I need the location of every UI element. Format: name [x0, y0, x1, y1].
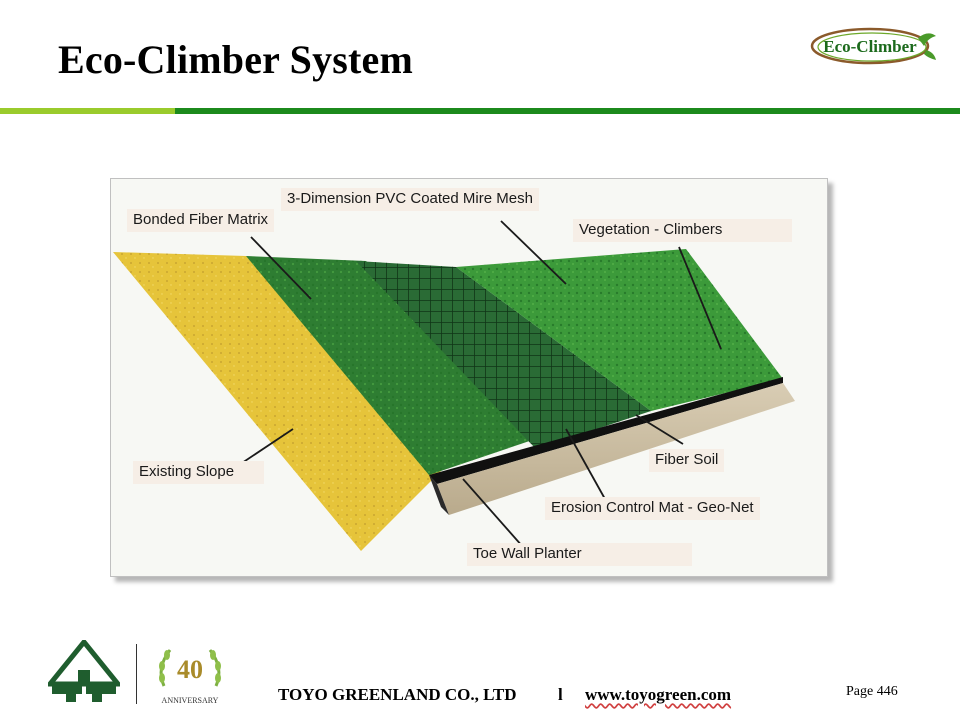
page-number: Page 446: [846, 684, 898, 699]
anniversary-logo: 40 ANNIVERSARY: [159, 649, 221, 705]
slope-diagram-illustration: [113, 220, 795, 551]
anniversary-number: 40: [177, 655, 203, 684]
label-bonded-fiber-matrix: Bonded Fiber Matrix: [127, 209, 275, 232]
toyo-greenland-logo: [48, 640, 120, 702]
label-vegetation-climbers: Vegetation - Climbers: [573, 219, 793, 242]
anniversary-text: ANNIVERSARY: [162, 696, 219, 705]
footer-logo-divider: [136, 644, 137, 704]
label-toe-wall-planter: Toe Wall Planter: [467, 543, 692, 566]
label-erosion-control-mat: Erosion Control Mat - Geo-Net: [545, 497, 760, 520]
erosion-mat-edge: [429, 377, 783, 484]
header-accent-bar-dark: [175, 108, 960, 114]
header-accent-bar-light: [0, 108, 175, 114]
footer-website-link[interactable]: www.toyogreen.com: [585, 685, 732, 704]
label-existing-slope: Existing Slope: [133, 461, 265, 484]
footer-company-name: TOYO GREENLAND CO., LTD: [278, 685, 517, 704]
label-fiber-soil: Fiber Soil: [649, 449, 725, 472]
footer-separator: l: [558, 685, 563, 704]
diagram-frame: 3-Dimension PVC Coated Mire Mesh Bonded …: [110, 178, 828, 577]
label-mesh: 3-Dimension PVC Coated Mire Mesh: [281, 188, 539, 211]
eco-climber-logo-text: Eco-Climber: [823, 37, 917, 56]
page-title: Eco-Climber System: [58, 37, 414, 82]
toe-wall-planter: [437, 383, 795, 515]
eco-climber-logo: Eco-Climber: [810, 27, 936, 65]
